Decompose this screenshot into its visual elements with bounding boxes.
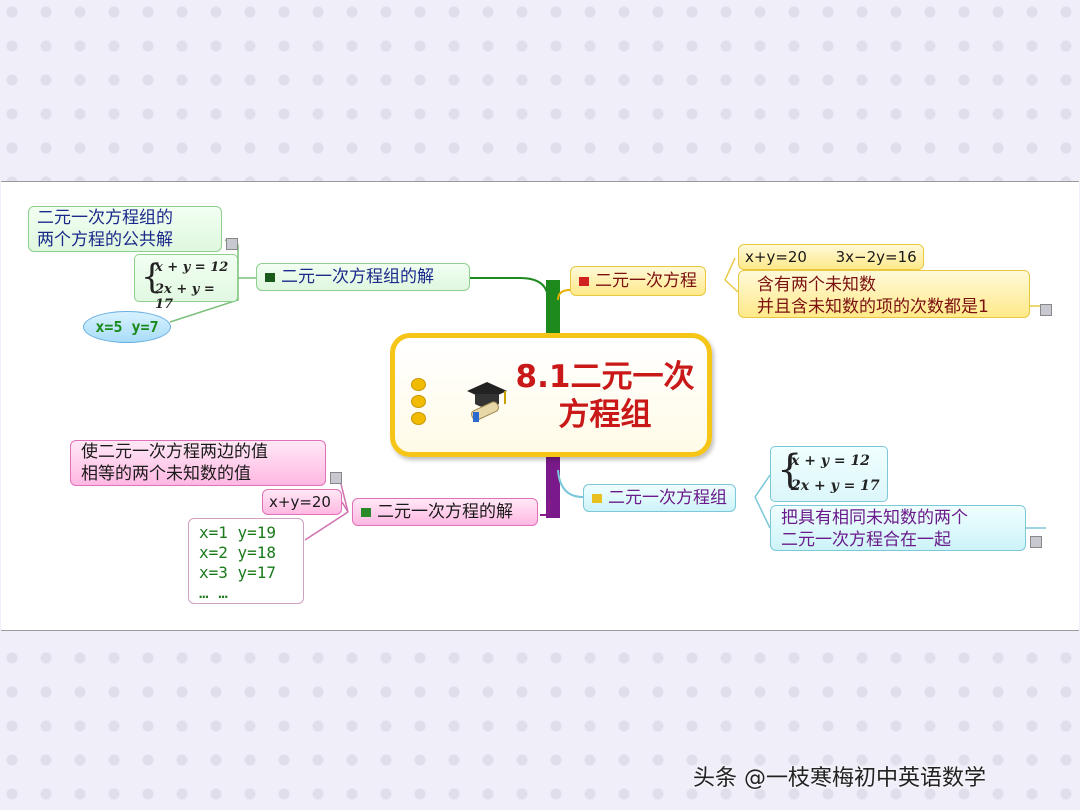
definition-line: 两个方程的公共解 [37, 230, 173, 250]
solution-item: x=2 y=18 [199, 543, 277, 562]
system-line: 2x + y = 17 [791, 478, 880, 494]
definition-line: 二元一次方程合在一起 [781, 530, 951, 550]
branch-label: 二元一次方程组 [608, 488, 727, 508]
flag-icon [579, 276, 589, 286]
central-topic[interactable]: 8.1二元一次方程组 [390, 333, 712, 457]
trunk-bottom [546, 452, 560, 518]
flag-icon [361, 507, 371, 517]
definition-system-solution[interactable]: 二元一次方程组的 两个方程的公共解 [28, 206, 222, 252]
solution-item: x=1 y=19 [199, 523, 277, 542]
branch-equation-solution[interactable]: 二元一次方程的解 [352, 498, 538, 526]
example-equations[interactable]: x+y=20 3x−2y=16 [738, 244, 924, 270]
solution-item: x=3 y=17 [199, 563, 277, 582]
branch-label: 二元一次方程的解 [377, 502, 513, 522]
solutions-list[interactable]: x=1 y=19 x=2 y=18 x=3 y=17 … … [188, 518, 304, 604]
branch-label: 二元一次方程 [595, 271, 697, 291]
branch-linear-system[interactable]: 二元一次方程组 [583, 484, 736, 512]
brace: { [141, 257, 163, 297]
definition-equation-solution[interactable]: 使二元一次方程两边的值 相等的两个未知数的值 [70, 440, 326, 486]
branch-linear-equation[interactable]: 二元一次方程 [570, 266, 706, 296]
brace: { [777, 447, 803, 493]
branch-system-solution[interactable]: 二元一次方程组的解 [256, 263, 470, 291]
answer-bubble[interactable]: x=5 y=7 [83, 311, 171, 343]
central-topic-title: 8.1二元一次方程组 [515, 359, 695, 433]
note-icon[interactable] [1030, 536, 1042, 548]
solution-item: … … [199, 583, 228, 602]
equation-system[interactable]: { x + y = 12 2x + y = 17 [134, 254, 238, 312]
equation-system[interactable]: { x + y = 12 2x + y = 17 [770, 446, 888, 502]
definition-line: 并且含未知数的项的次数都是1 [757, 297, 989, 317]
definition-line: 使二元一次方程两边的值 [81, 442, 268, 462]
system-line: x + y = 12 [155, 260, 229, 275]
note-icon[interactable] [1040, 304, 1052, 316]
note-icon[interactable] [330, 472, 342, 484]
flag-icon [592, 493, 602, 503]
note-icon[interactable] [226, 238, 238, 250]
graduation-cap-icon [467, 382, 507, 422]
definition-linear-equation[interactable]: 含有两个未知数 并且含未知数的项的次数都是1 [738, 270, 1030, 318]
branch-label: 二元一次方程组的解 [281, 267, 434, 287]
flag-icon [265, 272, 275, 282]
system-line: 2x + y = 17 [155, 282, 215, 312]
definition-line: 含有两个未知数 [757, 275, 876, 295]
trunk-top [546, 280, 560, 340]
collapse-dots[interactable] [411, 378, 426, 429]
definition-linear-system[interactable]: 把具有相同未知数的两个 二元一次方程合在一起 [770, 505, 1026, 551]
watermark: 头条 @一枝寒梅初中英语数学 [693, 766, 986, 791]
sample-equation[interactable]: x+y=20 [262, 489, 342, 515]
definition-line: 相等的两个未知数的值 [81, 464, 251, 484]
definition-line: 把具有相同未知数的两个 [781, 508, 968, 528]
definition-line: 二元一次方程组的 [37, 208, 173, 228]
system-line: x + y = 12 [791, 453, 870, 469]
